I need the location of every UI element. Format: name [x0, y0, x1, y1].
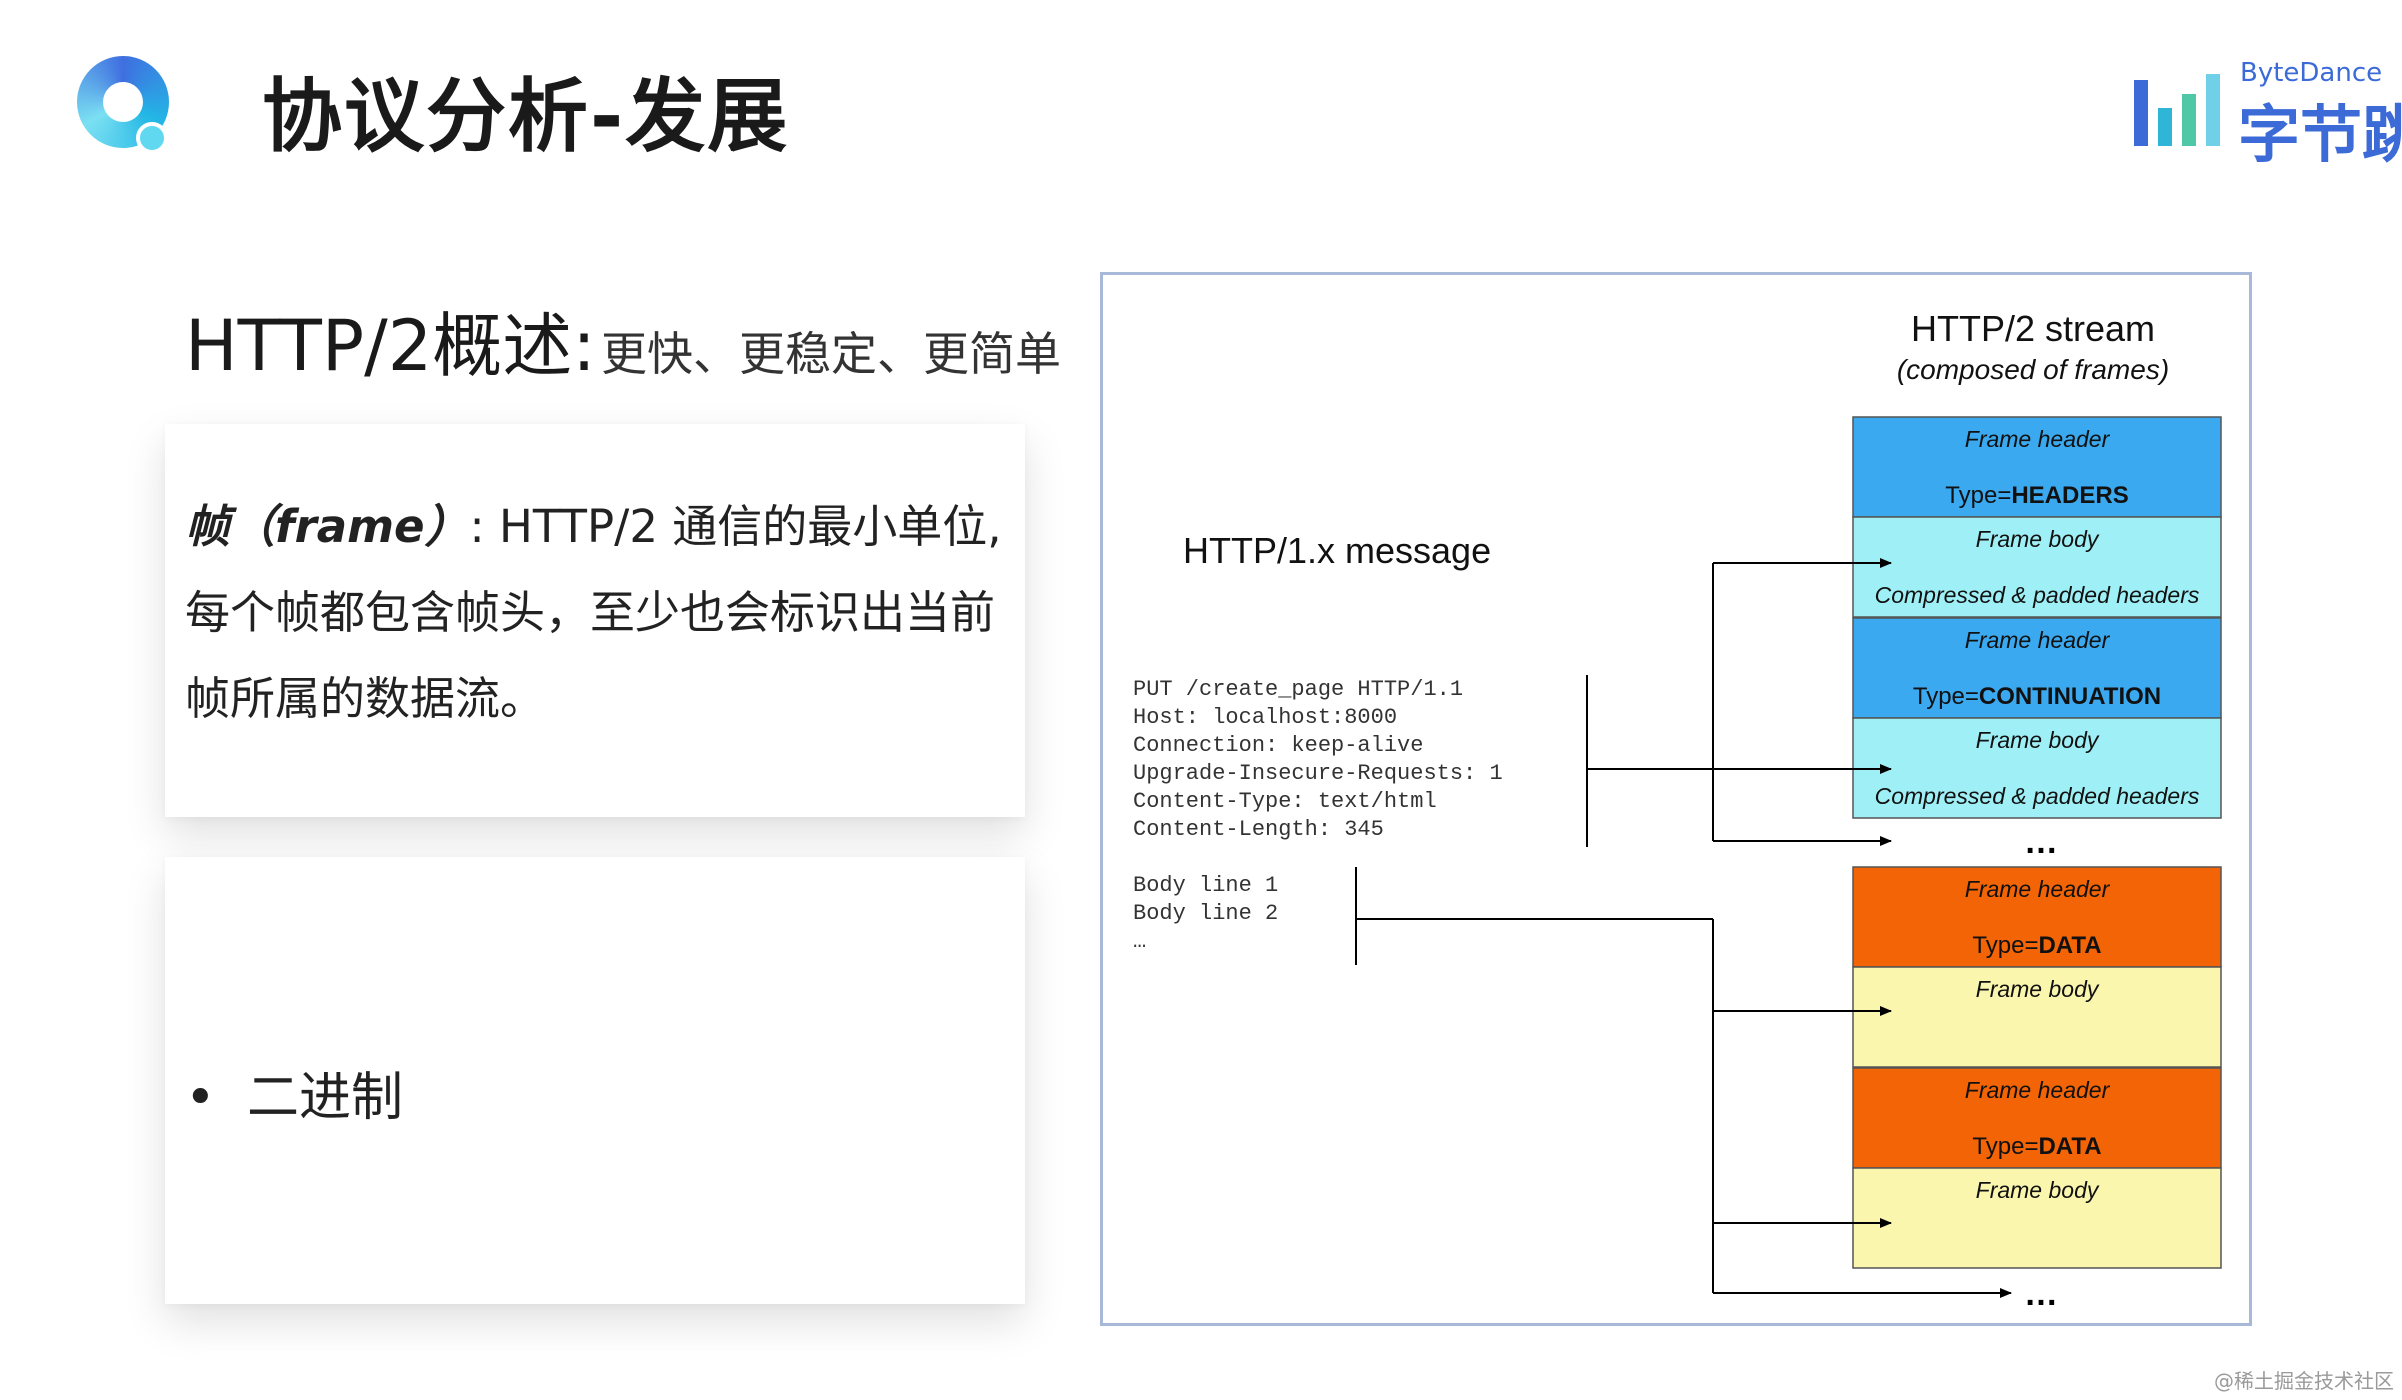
- frame-type-line: Type=DATA: [1972, 1133, 2101, 1160]
- frame-body-box: [1852, 966, 2222, 1068]
- bytedance-logo-icon: [2134, 74, 2220, 146]
- frame-header-label: Frame header: [1965, 876, 2111, 902]
- frame-type-prefix: Type=: [1972, 932, 2038, 959]
- message-title: HTTP/1.x message: [1183, 530, 1491, 571]
- brand-name-en: ByteDance: [2240, 58, 2383, 88]
- frame-body-box: [1852, 1167, 2222, 1269]
- request-line: Content-Length: 345: [1133, 817, 1384, 842]
- frame-body-box: [1852, 516, 2222, 618]
- app-logo-icon: [77, 56, 169, 148]
- frame-header-label: Frame header: [1965, 1077, 2111, 1103]
- frame-type-line: Type=HEADERS: [1945, 482, 2128, 509]
- frame-body-label: Frame body: [1976, 976, 2100, 1002]
- frame-type-prefix: Type=: [1945, 482, 2011, 509]
- body-line: …: [1133, 929, 1146, 954]
- frame-header-box: [1852, 617, 2222, 719]
- bullet-item: • 二进制: [185, 1055, 403, 1130]
- request-line: PUT /create_page HTTP/1.1: [1133, 677, 1463, 702]
- frames-ellipsis-1: …: [2024, 823, 2058, 861]
- frame-header-label: Frame header: [1965, 627, 2111, 653]
- frame-header-box: [1852, 866, 2222, 968]
- logo-dot: [136, 122, 168, 154]
- frames-ellipsis-2: …: [2024, 1275, 2058, 1313]
- frame-body-label: Frame body: [1976, 727, 2100, 753]
- frame-description: : HTTP/2 通信的最小单位,每个帧都包含帧头，至少也会标识出当前帧所属的数…: [185, 500, 1002, 725]
- frame-header-box: [1852, 416, 2222, 518]
- frame-type-value: DATA: [2038, 1133, 2101, 1160]
- frame-body-desc: Compressed & padded headers: [1875, 783, 2200, 809]
- bullet-card: • 二进制: [165, 857, 1025, 1304]
- request-line: Upgrade-Insecure-Requests: 1: [1133, 761, 1503, 786]
- watermark: @稀土掘金技术社区: [2214, 1369, 2394, 1393]
- section-heading-main: HTTP/2概述:: [185, 305, 596, 387]
- frame-type-prefix: Type=: [1972, 1133, 2038, 1160]
- frame-definition-text: 帧（frame）: HTTP/2 通信的最小单位,每个帧都包含帧头，至少也会标识…: [185, 484, 1005, 742]
- bullet-dot: •: [185, 1068, 216, 1128]
- frame-term: 帧（frame）: [185, 500, 470, 553]
- frame-type-value: HEADERS: [2011, 482, 2128, 509]
- frame-header-label: Frame header: [1965, 426, 2111, 452]
- brand-name-cn: 字节跳: [2238, 98, 2402, 171]
- section-heading: HTTP/2概述: 更快、更稳定、更简单: [185, 290, 1061, 391]
- frame-body-label: Frame body: [1976, 526, 2100, 552]
- request-line: Content-Type: text/html: [1133, 789, 1437, 814]
- stream-subtitle: (composed of frames): [1897, 354, 2169, 385]
- request-line: Host: localhost:8000: [1133, 705, 1397, 730]
- page-title: 协议分析-发展: [262, 70, 790, 163]
- bullet-text: 二进制: [247, 1068, 404, 1128]
- frame-type-value: CONTINUATION: [1979, 683, 2161, 710]
- frame-type-line: Type=DATA: [1972, 932, 2101, 959]
- frame-body-desc: Compressed & padded headers: [1875, 582, 2200, 608]
- brand-bar: [2158, 108, 2172, 146]
- body-lines: Body line 1 Body line 2 …: [1133, 873, 1278, 954]
- frame-definition-card: 帧（frame）: HTTP/2 通信的最小单位,每个帧都包含帧头，至少也会标识…: [165, 424, 1025, 817]
- frame-type-line: Type=CONTINUATION: [1913, 683, 2161, 710]
- brand-bar: [2182, 94, 2196, 146]
- http2-stream-diagram: HTTP/2 stream (composed of frames) HTTP/…: [1100, 272, 2252, 1326]
- section-heading-sub: 更快、更稳定、更简单: [600, 327, 1061, 381]
- body-line: Body line 2: [1133, 901, 1278, 926]
- frame-type-prefix: Type=: [1913, 683, 1979, 710]
- stream-title: HTTP/2 stream: [1911, 308, 2155, 349]
- frame-body-label: Frame body: [1976, 1177, 2100, 1203]
- connectors: [1356, 558, 2012, 1298]
- brand-bar: [2206, 74, 2220, 146]
- frame-type-value: DATA: [2038, 932, 2101, 959]
- frame-header-box: [1852, 1067, 2222, 1169]
- diagram-canvas: HTTP/2 stream (composed of frames) HTTP/…: [1133, 308, 2222, 1313]
- brand-bar: [2134, 80, 2148, 146]
- body-line: Body line 1: [1133, 873, 1278, 898]
- request-line: Connection: keep-alive: [1133, 733, 1423, 758]
